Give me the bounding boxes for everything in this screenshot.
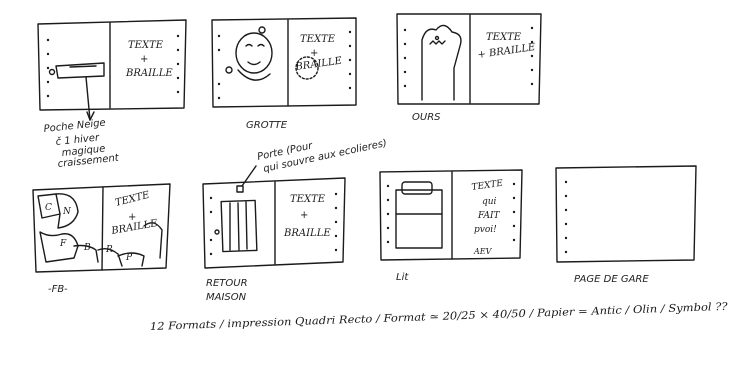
book-1-right-text-1: TEXTE [128, 40, 164, 51]
book-6-caption: Lit [396, 272, 409, 283]
book-3-text: TEXTE + BRAILLE OURS [412, 32, 537, 123]
book-4-panel-c: C [45, 203, 52, 213]
book-7-caption: PAGE DE GARE [574, 274, 649, 285]
book-5-text: TEXTE + BRAILLE Porte (Pour qui souvre a… [206, 138, 388, 303]
book-1-text: TEXTE + BRAILLE Poche Neige č 1 hiver ma… [43, 40, 173, 170]
book-5-caption-1: RETOUR [206, 278, 248, 289]
book-4-panel-r: R [105, 245, 113, 255]
book-2-right-text-1: TEXTE [300, 34, 336, 45]
book-6-right-text-1: TEXTE [471, 179, 504, 193]
book-4-caption: -FB- [48, 284, 68, 295]
book-2-text: TEXTE + BRAILLE GROTTE [246, 34, 343, 131]
book-5-right-text-1: TEXTE [290, 194, 326, 205]
book-5-right-text-2: + [300, 210, 308, 221]
book-2-right-text-2: + [310, 48, 318, 59]
book-4-panel-n: N [62, 207, 72, 217]
footnote: 12 Formats / impression Quadri Recto / F… [150, 301, 728, 333]
book-3-right-text-2: + BRAILLE [477, 42, 537, 61]
book-4-panel-f: F [59, 239, 67, 249]
book-5-caption-2: MAISON [206, 292, 247, 303]
book-6-right-text-3: FAIT [477, 211, 501, 221]
book-4-panel-b: B [83, 243, 91, 253]
book-6-footer: AEV [473, 247, 493, 256]
book-5-right-text-3: BRAILLE [283, 228, 331, 239]
book-1-right-text-2: + [140, 54, 148, 65]
book-1-right-text-3: BRAILLE [125, 68, 173, 79]
book-3-right-text-1: TEXTE [486, 32, 522, 43]
book-4-panel-p: P [125, 253, 133, 263]
book-6-right-text-2: qui [482, 197, 497, 207]
book-3-sketch [397, 14, 541, 104]
book-4-right-text-1: TEXTE [114, 190, 151, 209]
book-6-right-text-4: pvoi! [474, 225, 497, 235]
book-5-sketch [203, 166, 345, 268]
book-3-caption: OURS [412, 112, 441, 123]
book-2-caption: GROTTE [246, 120, 288, 131]
book-7-text: PAGE DE GARE [574, 274, 649, 285]
book-7-sketch [556, 166, 696, 262]
